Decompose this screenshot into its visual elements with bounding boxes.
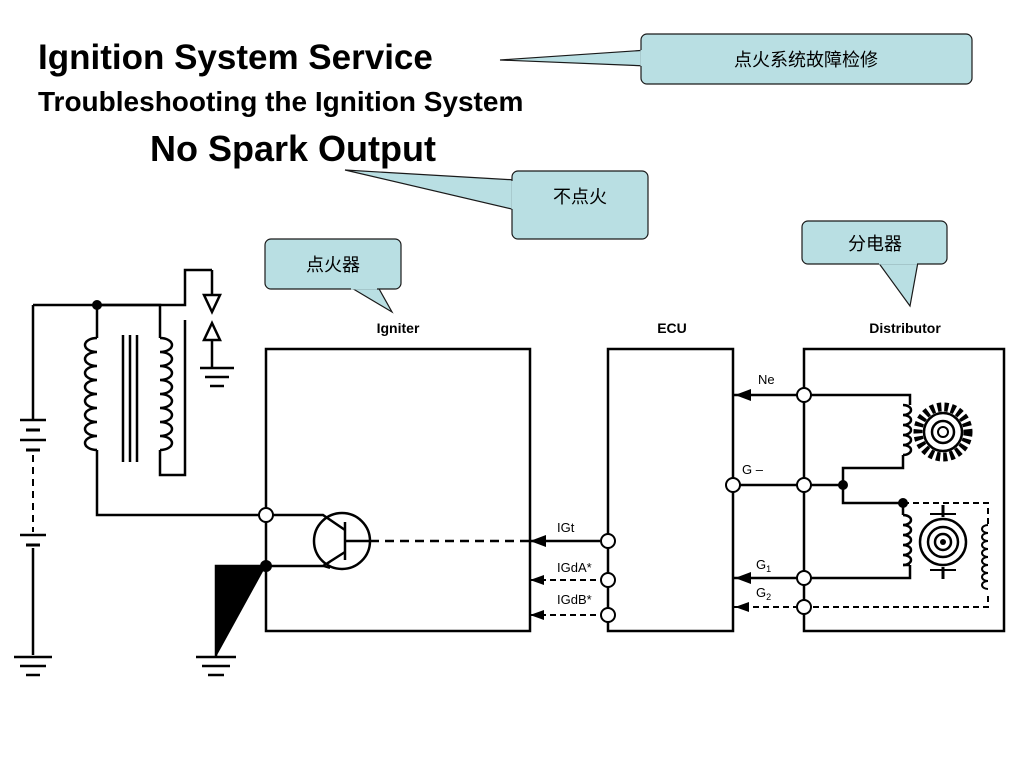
g2-signal-line (733, 595, 989, 612)
dist-terminal-ne (796, 387, 812, 403)
spark-plug-icon (200, 270, 234, 388)
g-minus-label: G – (742, 462, 764, 477)
title-ignition-system-service: Ignition System Service (38, 38, 433, 77)
callout-ignition-service-text: 点火系统故障检修 (734, 50, 878, 71)
callout-igniter-text: 点火器 (306, 255, 360, 276)
ne-signal-line (733, 389, 912, 405)
distributor-label: Distributor (869, 320, 941, 336)
dist-terminal-g2 (796, 599, 812, 615)
callout-distributor: 分电器 (801, 220, 948, 308)
ecu-box (606, 347, 735, 633)
g1-pickup-coil-icon (902, 513, 913, 567)
igniter-ground-icon (196, 564, 266, 677)
g2-label: G2 (756, 585, 771, 602)
dist-terminal-g-minus (796, 477, 812, 493)
callout-no-spark: 不点火 (344, 169, 649, 240)
g2-pickup-coil-icon (981, 524, 989, 590)
battery-ground-icon (14, 655, 52, 677)
ecu-terminal-g-minus (725, 477, 741, 493)
igdb-label: IGdB* (557, 592, 592, 607)
callout-igniter: 点火器 (264, 238, 402, 314)
ecu-terminal-igt (600, 533, 616, 549)
igt-signal-line (370, 535, 600, 547)
ecu-terminal-igda (600, 572, 616, 588)
g1-signal-line (733, 565, 912, 584)
callout-ignition-service: 点火系统故障检修 (499, 33, 973, 85)
topic-no-spark-output: No Spark Output (150, 128, 436, 169)
g2-common-wire (903, 502, 989, 525)
distributor-box (802, 347, 1006, 633)
g1-label: G1 (756, 557, 771, 574)
ne-label: Ne (758, 372, 775, 387)
igt-label: IGt (557, 520, 575, 535)
callout-no-spark-text: 不点火 (553, 187, 607, 208)
transistor-icon (266, 511, 372, 571)
igniter-label: Igniter (377, 320, 420, 336)
ecu-label: ECU (657, 320, 687, 336)
dist-terminal-g1 (796, 570, 812, 586)
igda-signal-line (530, 575, 600, 585)
igdb-signal-line (530, 610, 600, 620)
ignition-coil-icon (33, 268, 266, 517)
callout-distributor-text: 分电器 (848, 234, 902, 255)
igniter-box (264, 347, 532, 633)
ne-pickup-coil-icon (841, 403, 913, 485)
g-signal-rotor-icon (918, 505, 968, 579)
g-common-wire (841, 485, 905, 515)
igniter-terminal-coil (258, 507, 274, 523)
battery-icon (20, 305, 46, 655)
subtitle-troubleshooting: Troubleshooting the Ignition System (38, 86, 524, 117)
igda-label: IGdA* (557, 560, 592, 575)
ne-timing-rotor-icon (913, 402, 973, 462)
ecu-terminal-igdb (600, 607, 616, 623)
